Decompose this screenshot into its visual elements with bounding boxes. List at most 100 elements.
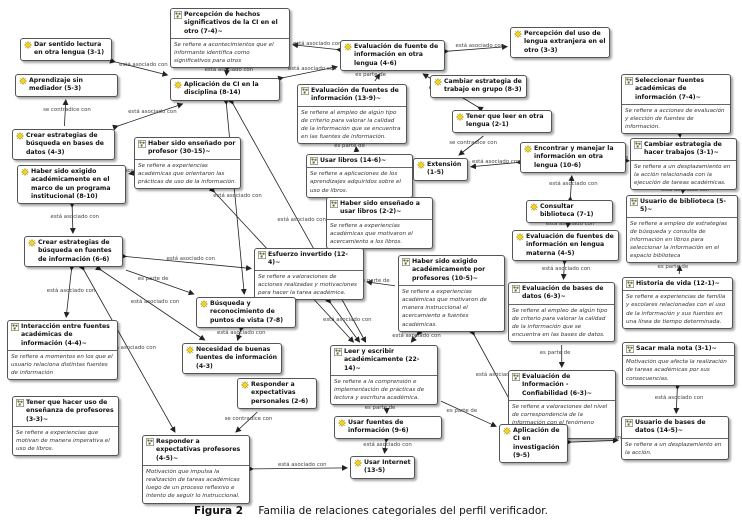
relation-label: se contradice con	[449, 139, 497, 146]
node-sacar-mala-nota[interactable]: Sacar mala nota (3-1)~Motivación que afe…	[622, 342, 735, 386]
node-header: Aplicación de CI en investigación (9-5)	[500, 425, 567, 462]
node-header: Dar sentido lectura en otra lengua (3-1)	[21, 39, 111, 60]
relation-label: es parte de	[657, 264, 689, 270]
network-code-icon	[626, 280, 634, 288]
node-percepcion-uso-lengua[interactable]: Percepción del uso de lengua extranjera …	[510, 27, 610, 59]
node-description: Se refiere a acontecimientos que el info…	[171, 38, 289, 67]
node-header: Consultar biblioteca (7-1)	[527, 201, 612, 222]
node-description: Se refiere a experiencias que motivan de…	[13, 426, 118, 455]
node-description: Se refiere a experiencias académicas que…	[399, 285, 504, 331]
relation-label: es parte de	[355, 71, 386, 78]
node-title: Crear estrategias de búsqueda en bases d…	[26, 132, 105, 156]
figure-caption-text: Familia de relaciones categoriales del p…	[258, 505, 548, 517]
sun-code-icon	[28, 239, 36, 247]
relation-label: está asociado con	[108, 167, 157, 174]
node-header: Seleccionar fuentes académicas de inform…	[622, 75, 730, 104]
node-haber-exigido-profesores[interactable]: Haber sido exigido académicamente por pr…	[398, 255, 505, 332]
node-header: Necesidad de buenas fuentes de informaci…	[183, 344, 281, 373]
network-code-icon	[174, 11, 182, 19]
node-title: Leer y escribir académicamente (22-14)~	[344, 348, 420, 372]
node-evaluacion-bd[interactable]: Evaluación de bases de datos (6-3)~Se re…	[508, 282, 615, 343]
node-consultar-biblioteca[interactable]: Consultar biblioteca (7-1)	[526, 200, 613, 223]
sun-code-icon	[417, 161, 425, 169]
node-percepcion-hechos[interactable]: Percepción de hechos significativos de l…	[170, 8, 290, 69]
relation-label: es parte de	[137, 276, 169, 282]
node-cambiar-estrategia-trabajos[interactable]: Cambiar estrategia de hacer trabajos (3-…	[630, 138, 737, 191]
node-responder-personales[interactable]: Responder a expectativas personales (2-6…	[237, 378, 317, 410]
sun-code-icon	[354, 459, 362, 467]
node-tener-leer-otra-lengua[interactable]: Tener que leer en otra lengua (2-1)	[452, 110, 552, 133]
node-header: Percepción de hechos significativos de l…	[171, 9, 289, 38]
node-tener-ensenanza-profesores[interactable]: Tener que hacer uso de enseñanza de prof…	[12, 396, 119, 457]
node-haber-ensenado-profesor[interactable]: Haber sido enseñado por profesor (30-15)…	[134, 137, 241, 190]
relation-label: está asociado con	[545, 220, 595, 227]
node-header: Usar fuentes de información (9-6)	[335, 417, 441, 438]
node-title: Búsqueda y reconocimiento de puntos de v…	[210, 300, 284, 324]
link-leer-escribir-to-aplicacion-ci-investigacion	[440, 400, 497, 427]
relation-label: está asociado con	[392, 332, 441, 339]
node-haber-ensenado-libros[interactable]: Haber sido enseñado a usar libros (2-2)~…	[326, 197, 433, 250]
node-header: Tener que hacer uso de enseñanza de prof…	[13, 397, 118, 426]
relation-label: está asociado con	[119, 62, 168, 69]
sun-code-icon	[16, 132, 24, 140]
sun-code-icon	[530, 203, 538, 211]
node-aplicacion-ci-disciplina[interactable]: Aplicación de CI en la disciplina (8-14)	[170, 78, 280, 101]
node-title: Aplicación de CI en la disciplina (8-14)	[184, 81, 259, 97]
node-necesidad-fuentes[interactable]: Necesidad de buenas fuentes de informaci…	[182, 343, 282, 375]
node-extension[interactable]: Extensión (1-5)	[413, 158, 468, 181]
node-evaluacion-fuentes[interactable]: Evaluación de fuentes de información (13…	[297, 84, 407, 145]
node-leer-escribir[interactable]: Leer y escribir académicamente (22-14)~S…	[330, 345, 438, 406]
relation-label: está asociado con	[213, 193, 262, 199]
node-crear-estrategias-fuentes[interactable]: Crear estrategias de búsqueda en fuentes…	[24, 236, 123, 268]
node-aprendizaje-sin-mediador[interactable]: Aprendizaje sin mediador (5-3)	[15, 74, 118, 97]
node-description: Se refiere al empleo de algún tipo de cr…	[509, 303, 614, 341]
node-header: Aplicación de CI en la disciplina (8-14)	[171, 79, 279, 100]
network-code-icon	[146, 438, 154, 446]
node-title: Crear estrategias de búsqueda en fuentes…	[38, 239, 112, 263]
node-historia-vida[interactable]: Historia de vida (12-1)~Se refiere a exp…	[622, 277, 733, 329]
node-interaccion-fuentes[interactable]: Interacción entre fuentes académicas de …	[7, 320, 118, 381]
node-description: Se refiere a acciones de evaluación y el…	[622, 104, 730, 133]
link-crear-estrategias-fuentes-to-interaccion-fuentes	[63, 264, 75, 318]
node-title: Haber sido enseñado por profesor (30-15)…	[148, 140, 236, 156]
node-dar-sentido[interactable]: Dar sentido lectura en otra lengua (3-1)	[20, 38, 112, 61]
node-title: Haber sido exigido académicamente por pr…	[412, 258, 486, 282]
sun-code-icon	[434, 78, 442, 86]
node-title: Usar libros (14-6)~	[320, 157, 387, 164]
node-usuario-bd[interactable]: Usuario de bases de datos (14-5)~Se refi…	[621, 416, 729, 460]
node-haber-exigido-programa[interactable]: Haber sido exigido académicamente en el …	[17, 165, 126, 205]
node-description: Se refiere a un desplazamiento en la acc…	[622, 437, 728, 459]
node-usar-internet[interactable]: Usar Internet (13-5)	[350, 456, 415, 479]
node-crear-estrategias-bd[interactable]: Crear estrategias de búsqueda en bases d…	[12, 129, 115, 161]
node-cambiar-estrategia-grupo[interactable]: Cambiar estrategia de trabajo en grupo (…	[430, 75, 527, 98]
figure-caption: Figura 2 Familia de relaciones categoria…	[0, 505, 742, 517]
node-usuario-biblioteca[interactable]: Usuario de biblioteca (5-5)~Se refiere a…	[626, 195, 738, 264]
link-crear-estrategias-bd-to-aplicacion-ci-disciplina	[112, 102, 184, 131]
node-usar-libros[interactable]: Usar libros (14-6)~ Se refiere a aplicaci…	[306, 154, 413, 198]
relation-label: está asociado con	[293, 41, 342, 48]
node-header: Usar libros (14-6)~	[307, 155, 412, 167]
node-seleccionar-fuentes[interactable]: Seleccionar fuentes académicas de inform…	[621, 74, 731, 135]
node-encontrar-manejar[interactable]: Encontrar y manejar la información en ot…	[520, 142, 626, 174]
node-esfuerzo-invertido[interactable]: Esfuerzo invertido (12-4)~Se refiere a v…	[254, 248, 364, 301]
link-responder-personales-to-responder-profesores	[235, 411, 258, 433]
node-usar-fuentes[interactable]: Usar fuentes de información (9-6)	[334, 416, 442, 439]
node-header: Usuario de biblioteca (5-5)~	[627, 196, 737, 217]
node-header: Tener que leer en otra lengua (2-1)	[453, 111, 551, 132]
node-aplicacion-ci-investigacion[interactable]: Aplicación de CI en investigación (9-5)	[499, 424, 568, 464]
node-header: Aprendizaje sin mediador (5-3)	[16, 75, 117, 96]
node-header: Interacción entre fuentes académicas de …	[8, 321, 117, 350]
node-busqueda-reconocimiento[interactable]: Búsqueda y reconocimiento de puntos de v…	[196, 297, 296, 329]
network-code-icon	[16, 399, 24, 407]
node-evaluacion-lengua-materna[interactable]: Evaluación de fuentes de información en …	[512, 230, 619, 262]
node-evaluacion-fuente-otra-lengua[interactable]: Evaluación de fuente de información en o…	[340, 40, 445, 72]
link-aplicacion-ci-disciplina-to-busqueda-reconocimiento	[222, 98, 247, 295]
node-description: Se refiere a valoraciones de acciones re…	[255, 269, 363, 299]
relation-label: está asociado con	[107, 345, 156, 351]
node-description: Se refiere a aplicaciones de los aprendi…	[307, 167, 412, 196]
figure-number: Figura 2	[194, 505, 244, 517]
node-title: Evaluación de fuentes de información (13…	[311, 87, 399, 103]
relation-label: es parte de	[359, 277, 390, 284]
relation-label: está asociado con	[363, 441, 412, 448]
node-responder-profesores[interactable]: Responder a expectativas profesores (4-5…	[142, 435, 250, 504]
